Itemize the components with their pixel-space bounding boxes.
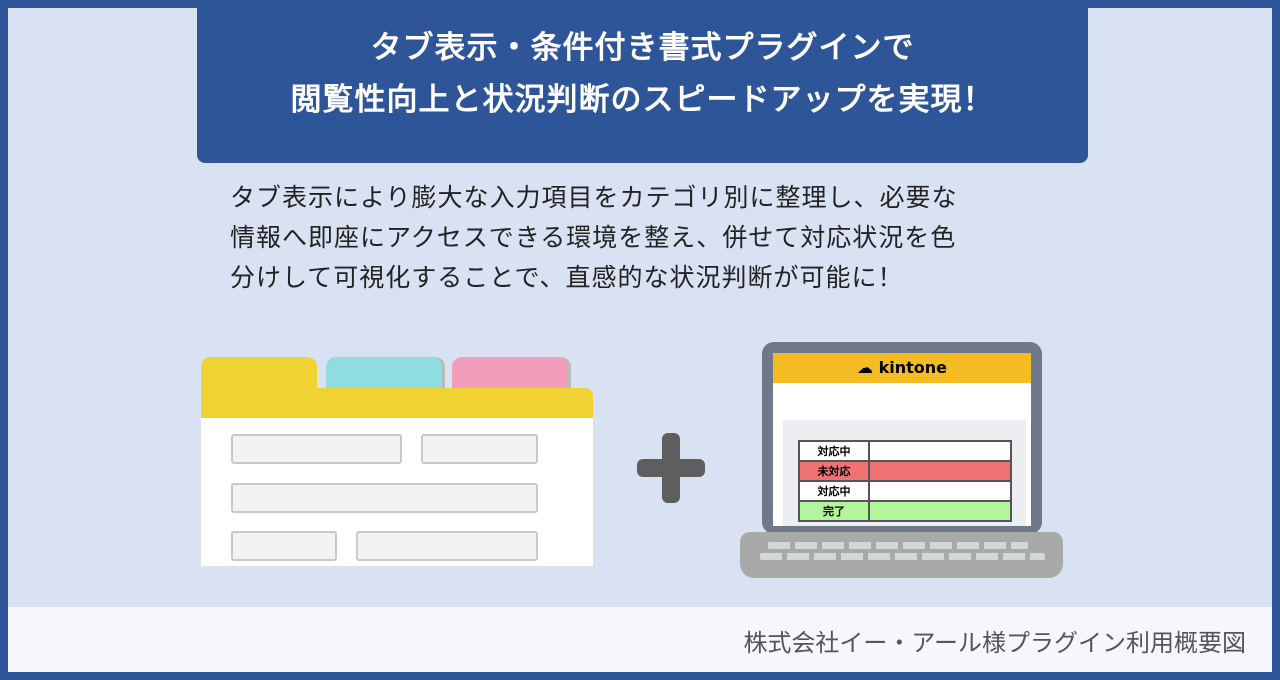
record-panel: 対応中 未対応 対応中 完了 bbox=[783, 420, 1026, 526]
description-line1: タブ表示により膨大な入力項目をカテゴリ別に整理し、必要な bbox=[230, 183, 958, 212]
description-line2: 情報へ即座にアクセスできる環境を整え、併せて対応状況を色 bbox=[230, 223, 957, 252]
kintone-logo: kintone bbox=[878, 358, 947, 377]
laptop-keyboard bbox=[740, 532, 1063, 578]
kintone-header: ☁ kintone bbox=[773, 353, 1031, 383]
form-field bbox=[231, 531, 337, 561]
footer: 株式会社イー・アール様プラグイン利用概要図 bbox=[8, 607, 1272, 672]
headline-banner: タブ表示・条件付き書式プラグインで 閲覧性向上と状況判断のスピードアップを実現！ bbox=[197, 0, 1088, 163]
footer-caption: 株式会社イー・アール様プラグイン利用概要図 bbox=[743, 629, 1246, 657]
form-field bbox=[231, 483, 538, 513]
form-field bbox=[356, 531, 538, 561]
table-row: 対応中 bbox=[798, 480, 1012, 502]
headline-line1: タブ表示・条件付き書式プラグインで bbox=[370, 30, 915, 66]
status-cell: 完了 bbox=[798, 500, 870, 522]
laptop-screen: ☁ kintone 対応中 未対応 対応中 完了 bbox=[773, 353, 1031, 526]
form-field bbox=[421, 434, 538, 464]
table-row: 対応中 bbox=[798, 440, 1012, 462]
status-cell: 対応中 bbox=[798, 480, 870, 502]
kintone-cloud-icon: ☁ bbox=[857, 358, 873, 377]
table-row: 完了 bbox=[798, 500, 1012, 522]
description: タブ表示により膨大な入力項目をカテゴリ別に整理し、必要な 情報へ即座にアクセスで… bbox=[230, 178, 1090, 298]
description-line3: 分けして可視化することで、直感的な状況判断が可能に！ bbox=[230, 263, 904, 292]
status-table: 対応中 未対応 対応中 完了 bbox=[798, 440, 1012, 522]
laptop-illustration: ☁ kintone 対応中 未対応 対応中 完了 bbox=[762, 342, 1042, 534]
form-field bbox=[231, 434, 402, 464]
status-cell: 未対応 bbox=[798, 460, 870, 482]
headline-line2: 閲覧性向上と状況判断のスピードアップを実現！ bbox=[290, 82, 995, 118]
status-cell: 対応中 bbox=[798, 440, 870, 462]
form-header bbox=[201, 388, 593, 418]
table-row: 未対応 bbox=[798, 460, 1012, 482]
